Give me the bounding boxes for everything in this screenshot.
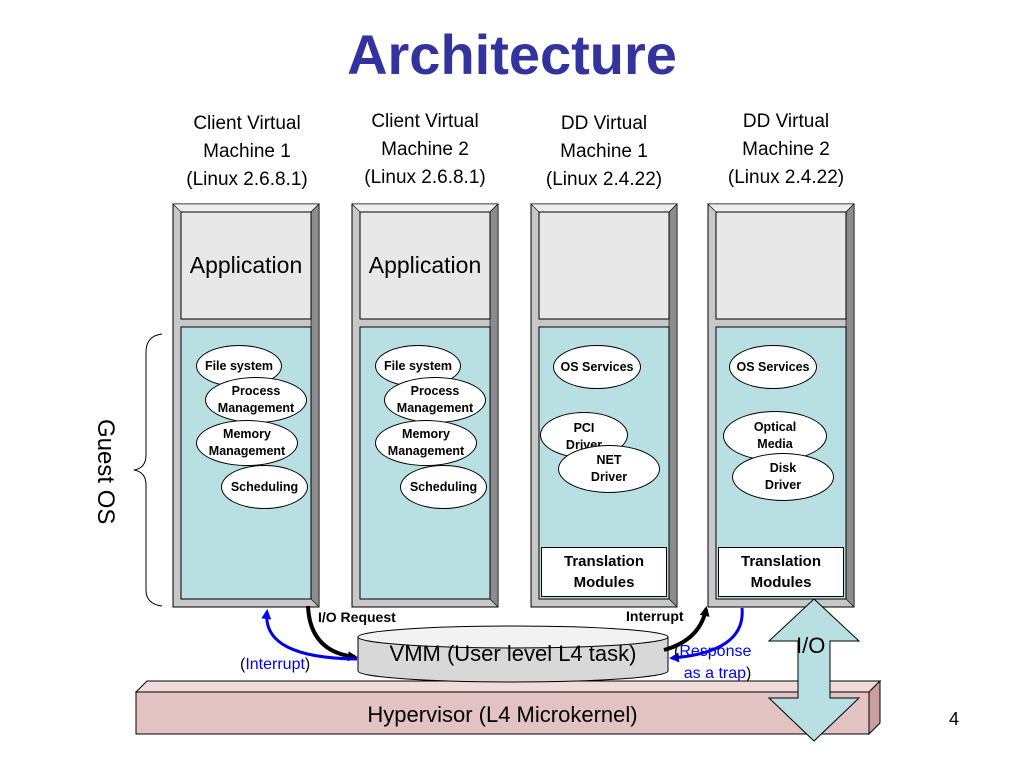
hypervisor-bar [134, 679, 882, 736]
io-double-arrow [767, 598, 861, 742]
interrupt-blue-label: (Interrupt) [240, 656, 311, 673]
interrupt-blue-arrow [261, 609, 358, 661]
vmm-label: VMM (User level L4 task) [389, 641, 637, 666]
io-request-arrow [306, 605, 358, 662]
page-title: Architecture [347, 23, 677, 86]
interrupt-arrow [663, 606, 710, 652]
interrupt-label: Interrupt [626, 608, 684, 624]
application-label-2: Application [368, 252, 482, 278]
page-number: 4 [949, 709, 960, 729]
guest-os-brace [133, 333, 163, 607]
response-blue-arrow [669, 607, 744, 663]
scheduling-module-1: Scheduling [221, 465, 308, 509]
scheduling-module-2: Scheduling [400, 465, 487, 509]
io-label: I/O [796, 633, 826, 658]
application-label-1: Application [189, 252, 303, 278]
vmm-cylinder [357, 625, 669, 683]
os-services-module-3: OS Services [553, 345, 641, 389]
os-services-module-4: OS Services [729, 345, 817, 389]
hypervisor-label: Hypervisor (L4 Microkernel) [367, 702, 638, 727]
guest-os-label: Guest OS [92, 419, 119, 525]
response-label: (Response as a trap) [674, 643, 752, 682]
io-request-label: I/O Request [318, 609, 396, 625]
